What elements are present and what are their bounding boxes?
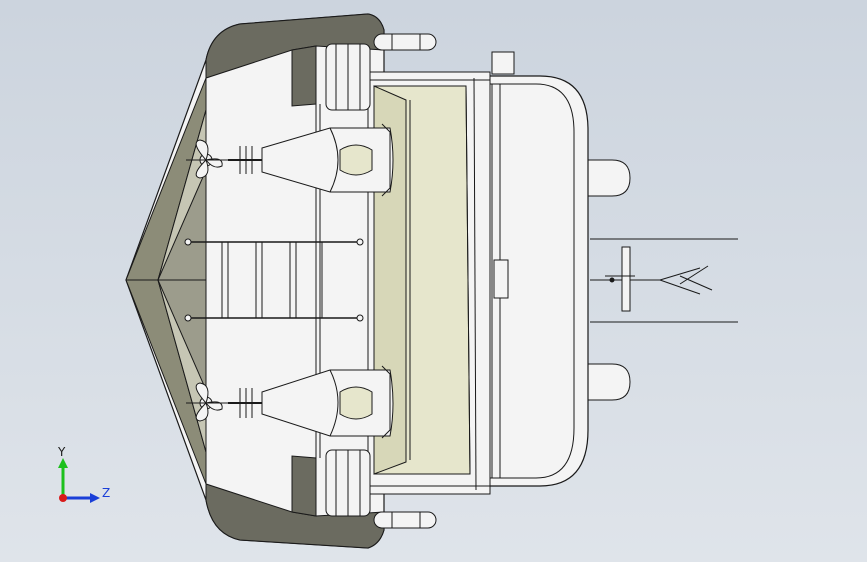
antenna-mast	[590, 238, 738, 323]
outboard-engine-lower	[228, 365, 394, 439]
bow-rail	[480, 51, 589, 487]
propeller-upper	[186, 139, 228, 179]
axis-triad: Y Z	[57, 445, 110, 503]
outboard-engine-upper	[228, 123, 394, 197]
fender-upper	[325, 33, 437, 111]
boarding-ladder	[184, 238, 364, 322]
z-axis-label: Z	[102, 486, 110, 500]
fender-lower	[325, 449, 437, 529]
propeller-lower	[186, 382, 228, 422]
y-axis-label: Y	[57, 445, 66, 459]
deck	[367, 71, 491, 495]
engine-pod-upper	[587, 159, 631, 197]
engine-pod-lower	[587, 363, 631, 401]
